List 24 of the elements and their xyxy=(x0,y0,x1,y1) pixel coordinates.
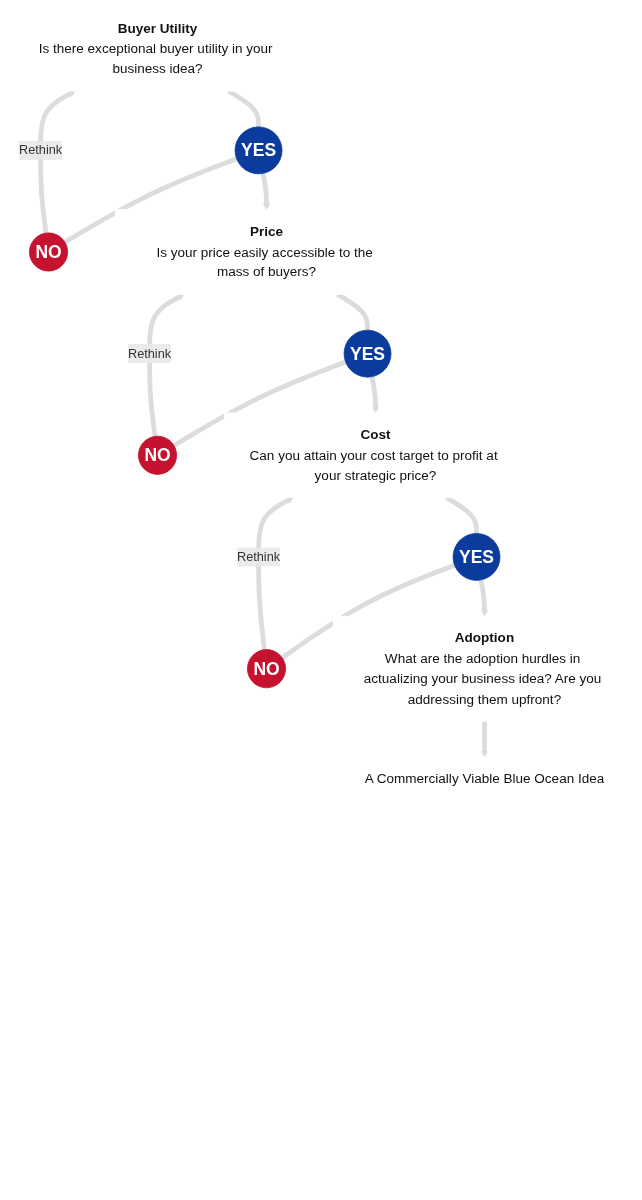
node-circle: NO xyxy=(29,232,69,272)
edge-label: Rethink xyxy=(19,143,63,157)
node-circle: NO xyxy=(247,649,286,689)
edge-label: Rethink xyxy=(236,549,281,564)
connector xyxy=(172,359,347,448)
arrow xyxy=(369,376,379,414)
edge-label: Rethink xyxy=(127,346,172,361)
node-text: Cost Can you attain your cost target to profit at your strategic price? xyxy=(249,427,498,483)
node-text: Price Is your price easily accessible to the mass of buyers? xyxy=(156,223,373,280)
arrow xyxy=(478,579,488,617)
arrow xyxy=(256,497,294,650)
arrow xyxy=(260,172,270,210)
node-text: Buyer Utility Is there exceptional buyer utility in your business idea? xyxy=(38,20,273,77)
node-text: A Commercially Viable Blue Ocean Idea xyxy=(364,771,605,787)
node-text: Adoption What are the adoption hurdles in actualizing your business idea? Are you addressing them upfront? xyxy=(363,630,602,707)
connector xyxy=(63,156,238,245)
arrow xyxy=(38,90,76,234)
node-circle: YES xyxy=(343,329,392,378)
arrow xyxy=(147,293,185,437)
node-circle: YES xyxy=(452,533,501,581)
node-circle: NO xyxy=(138,435,177,475)
connector xyxy=(280,563,456,660)
node-circle: YES xyxy=(234,126,283,175)
arrow xyxy=(481,721,488,758)
